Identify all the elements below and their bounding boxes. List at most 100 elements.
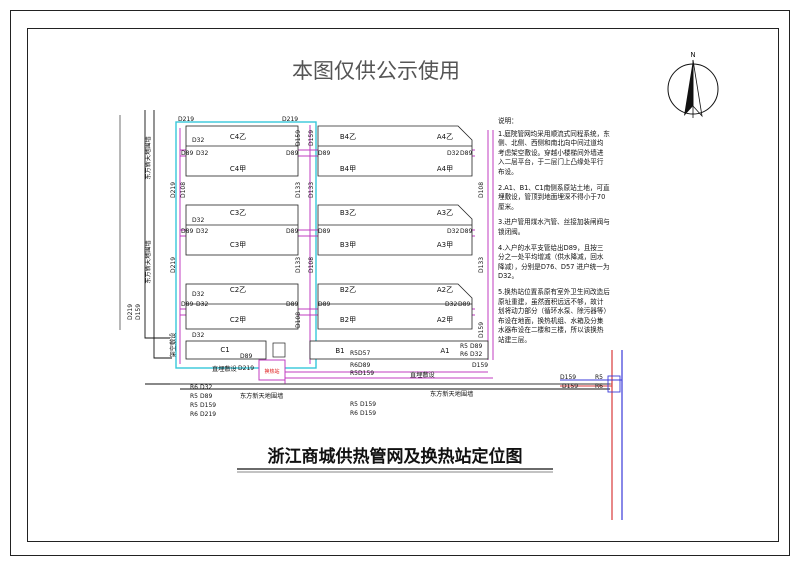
pipe-label: D219 xyxy=(238,365,254,372)
pipe-label: D32 xyxy=(447,150,459,157)
pipe-label: D159 xyxy=(360,401,376,408)
pipe-label: D32 xyxy=(445,301,457,308)
pipe-label: D219 xyxy=(127,304,134,320)
pipe-label: D89 xyxy=(200,393,212,400)
pipe-label: D89 xyxy=(460,150,472,157)
heat-station-label: 换热站 xyxy=(264,368,279,375)
drawing-title: 浙江商城供热管网及换热站定位图 xyxy=(268,446,523,467)
pipe-label: D159 xyxy=(200,402,216,409)
note-item: 5.换热站位置系原有室外卫生间改造后原址重建，虽然面积远远不够，故计划将动力部分… xyxy=(498,287,610,344)
buried-label-2: 直埋敷设 xyxy=(410,371,435,379)
south-wall-label-2: 东方新天地围墙 xyxy=(430,390,473,398)
pipe-label: D133 xyxy=(478,257,485,273)
building-b4j: B4甲 xyxy=(340,165,356,173)
building-b3y: B3乙 xyxy=(340,209,356,217)
building-a3y: A3乙 xyxy=(437,209,453,217)
building-c2y: C2乙 xyxy=(230,286,246,294)
note-item: 2.A1、B1、C1南侧系原站土地，可直埋敷设，管顶到地面埋深不得小于70厘米。 xyxy=(498,183,610,211)
pipe-label: D108 xyxy=(295,312,302,328)
pipe-label: D219 xyxy=(200,411,216,418)
pipe-label: D32 xyxy=(196,228,208,235)
pipe-label: D89 xyxy=(181,228,193,235)
pipe-label: D108 xyxy=(180,182,187,198)
pipe-label: D32 xyxy=(196,301,208,308)
building-a2y: A2乙 xyxy=(437,286,453,294)
east-wall-label-1: 东方新天地围墙 xyxy=(144,136,152,179)
building-c4j: C4甲 xyxy=(230,165,246,173)
pipe-label: D32 xyxy=(192,217,204,224)
pipe-label: R5 xyxy=(350,370,358,377)
pipe-label: D159 xyxy=(135,304,142,320)
pipe-label: D219 xyxy=(178,116,194,123)
note-item: 4.入户的水平支管给出D89，且按三分之一处平均增减（供水降减，回水降减），分别… xyxy=(498,243,610,281)
pipe-label: D159 xyxy=(295,130,302,146)
overhead-label: 架空敷设 xyxy=(169,333,177,358)
pipe-label: R5 xyxy=(460,343,468,350)
pipe-label: R5 xyxy=(190,402,198,409)
pipe-label: D108 xyxy=(308,257,315,273)
inner-frame xyxy=(27,28,779,542)
building-b4y: B4乙 xyxy=(340,133,356,141)
building-c4y: C4乙 xyxy=(230,133,246,141)
pipe-label: R6 xyxy=(460,351,468,358)
pipe-label: D89 xyxy=(286,150,298,157)
pipe-label: D133 xyxy=(295,182,302,198)
pipe-label: R6 xyxy=(350,410,358,417)
pipe-label: D89 xyxy=(318,228,330,235)
pipe-label: R6 xyxy=(190,411,198,418)
notes-heading: 说明： xyxy=(498,117,518,125)
main-feed-lines xyxy=(170,350,623,520)
pipe-label: D32 xyxy=(200,384,212,391)
outer-frame xyxy=(10,10,790,556)
pipe-label: D32 xyxy=(192,137,204,144)
note-item: 3.进户管用煤水汽管、丝接加装闸阀与锁闭阀。 xyxy=(498,218,610,236)
building-c3y: C3乙 xyxy=(230,209,246,217)
building-c2j: C2甲 xyxy=(230,316,246,324)
pipe-label: D89 xyxy=(458,301,470,308)
building-a4j: A4甲 xyxy=(437,165,453,173)
pipe-label: D159 xyxy=(308,130,315,146)
pipe-label: D32 xyxy=(447,228,459,235)
building-a3j: A3甲 xyxy=(437,241,453,249)
east-wall-label-2: 东方新天地围墙 xyxy=(144,240,152,283)
pipe-label: D89 xyxy=(318,301,330,308)
buried-label-1: 直埋敷设 xyxy=(212,365,237,373)
pipe-label: D89 xyxy=(286,301,298,308)
design-notes: 说明： 1.庭院管网均采用顺流式同程系统，东侧、北侧、西侧和南北向中间过道均考虑… xyxy=(498,117,610,351)
pipe-label: D219 xyxy=(170,257,177,273)
pipe-label: D32 xyxy=(192,332,204,339)
pipe-label: R5 xyxy=(350,401,358,408)
building-b1: B1 xyxy=(335,347,344,355)
building-a1: A1 xyxy=(440,347,449,355)
pipe-label: D133 xyxy=(308,182,315,198)
pipe-label: D89 xyxy=(460,228,472,235)
pipe-label: D133 xyxy=(295,257,302,273)
pipe-label: R5 xyxy=(350,350,358,357)
pipe-label: D89 xyxy=(286,228,298,235)
heat-station: 换热站 xyxy=(258,342,286,381)
south-wall-label-1: 东方新天地围墙 xyxy=(240,392,283,400)
building-b2j: B2甲 xyxy=(340,316,356,324)
pipe-label: D89 xyxy=(181,150,193,157)
cyan-pipe-loop xyxy=(175,121,317,369)
building-c3j: C3甲 xyxy=(230,241,246,249)
pipe-label: D159 xyxy=(478,322,485,338)
north-label: N xyxy=(690,51,695,59)
pipe-label: D159 xyxy=(562,383,578,390)
building-a2j: A2甲 xyxy=(437,316,453,324)
pipe-label: D108 xyxy=(478,182,485,198)
pipe-label: R6 xyxy=(595,383,603,390)
building-b3j: B3甲 xyxy=(340,241,356,249)
pipe-label: D89 xyxy=(470,343,482,350)
pipe-label: R6 xyxy=(190,384,198,391)
building-b2y: B2乙 xyxy=(340,286,356,294)
pipe-label: D159 xyxy=(358,370,374,377)
pipe-label: D32 xyxy=(470,351,482,358)
pipe-label: D89 xyxy=(358,362,370,369)
north-arrow-icon: N xyxy=(667,51,719,118)
pipe-label: D57 xyxy=(358,350,370,357)
pipe-label: D159 xyxy=(560,374,576,381)
pipe-label: D219 xyxy=(282,116,298,123)
